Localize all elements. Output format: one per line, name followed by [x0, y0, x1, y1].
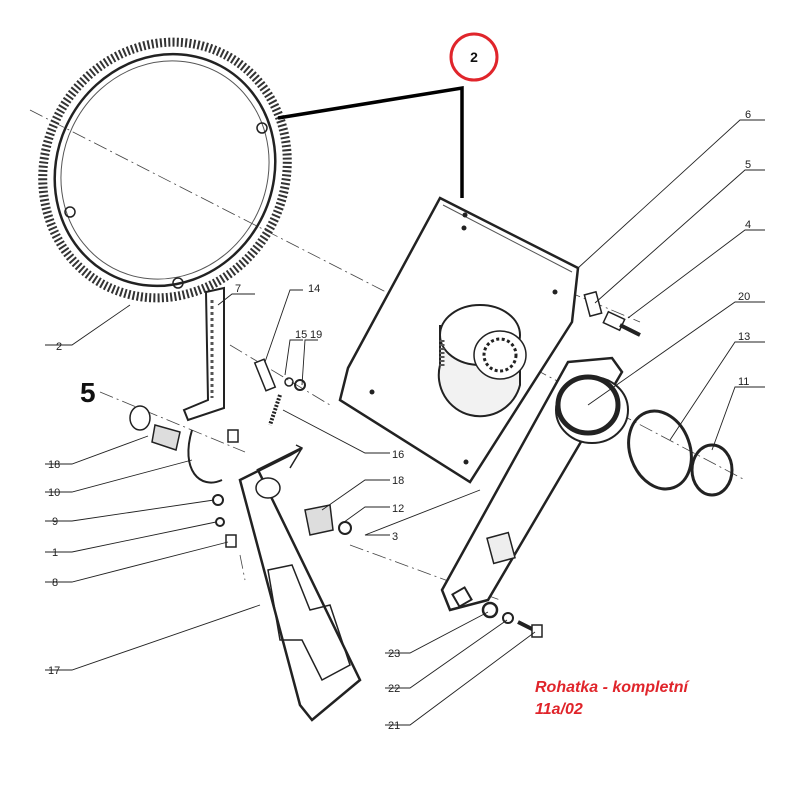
leader-lines	[45, 119, 765, 726]
spring-16	[268, 394, 282, 426]
label-part-10: 10	[48, 487, 60, 499]
bracket-7	[182, 286, 225, 422]
bushing-18-right	[304, 504, 352, 536]
figure-number: 5	[80, 377, 96, 408]
label-part-4: 4	[745, 219, 751, 231]
washer-1	[215, 517, 225, 527]
callout-circle-2: 2	[449, 32, 499, 82]
label-part-7: 7	[235, 283, 241, 295]
label-part-19: 19	[310, 329, 322, 341]
washer-9	[212, 494, 224, 506]
label-part-15: 15	[295, 329, 307, 341]
nut-top	[227, 429, 239, 443]
callout-bracket	[277, 85, 464, 198]
label-part-18-left: 18	[48, 459, 60, 471]
lever-arm-20	[440, 356, 629, 612]
washer-19	[284, 377, 306, 391]
label-part-2: 2	[56, 341, 62, 353]
bolt-4	[602, 310, 641, 337]
label-part-1: 1	[52, 547, 58, 559]
label-part-23: 23	[388, 648, 400, 660]
label-part-20: 20	[738, 291, 750, 303]
label-part-14: 14	[308, 283, 320, 295]
label-part-16: 16	[392, 449, 404, 461]
bushing-18-left	[129, 405, 181, 451]
spring-wire-10	[187, 429, 223, 484]
label-part-12: 12	[392, 503, 404, 515]
ring-gear	[38, 37, 292, 303]
label-part-3: 3	[392, 531, 398, 543]
label-part-13: 13	[738, 331, 750, 343]
washer-23	[481, 601, 499, 619]
pedal-arm-17	[238, 444, 362, 722]
splined-hub	[437, 304, 527, 418]
circlip-13	[627, 409, 693, 491]
callout-label: 2	[470, 49, 478, 65]
caption-code: 11a/02	[535, 701, 583, 718]
circlip-11	[690, 443, 734, 497]
bolt-21	[517, 620, 543, 638]
label-part-5: 5	[745, 159, 751, 171]
label-part-9: 9	[52, 516, 58, 528]
label-part-6: 6	[745, 109, 751, 121]
screw-8	[225, 534, 237, 548]
pin-15	[253, 358, 277, 392]
part-labels: 2 6 5 4 20 13 11 7 14 15 19 16 18 12 3 1…	[48, 109, 751, 732]
label-part-18-right: 18	[392, 475, 404, 487]
caption: Rohatka - kompletní 11a/02	[535, 677, 688, 721]
caption-title: Rohatka - kompletní	[535, 679, 688, 696]
label-part-21: 21	[388, 720, 400, 732]
label-part-17: 17	[48, 665, 60, 677]
label-part-11: 11	[738, 376, 749, 388]
label-part-22: 22	[388, 683, 400, 695]
washer-22	[502, 612, 514, 624]
label-part-8: 8	[52, 577, 58, 589]
clip-5	[583, 290, 603, 318]
